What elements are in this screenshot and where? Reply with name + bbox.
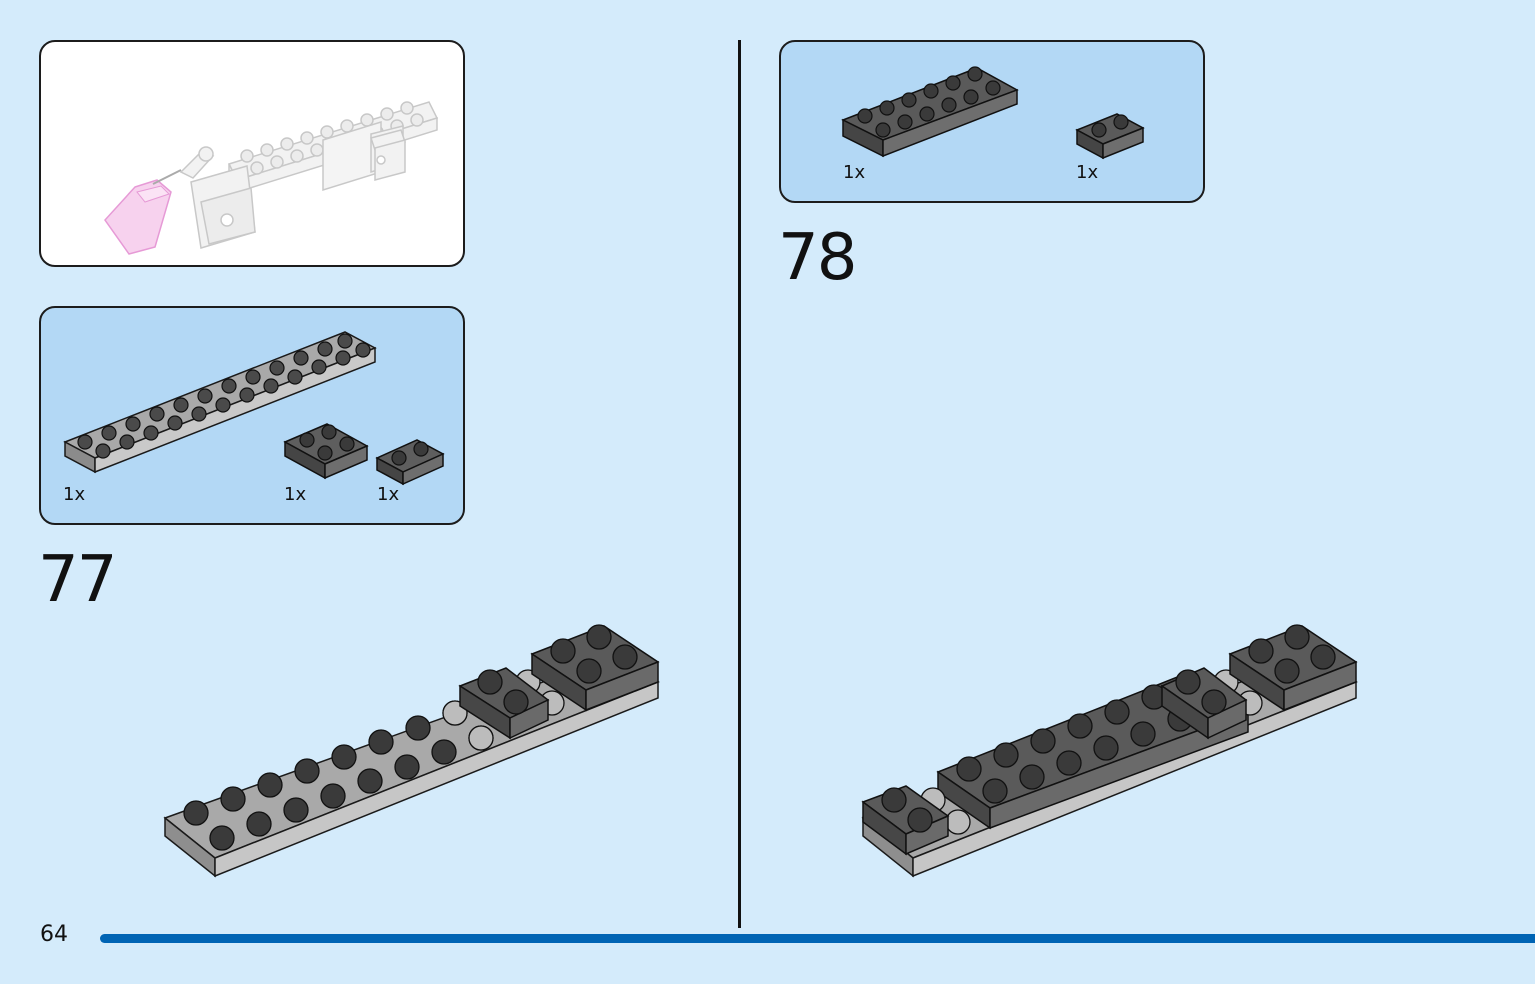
step-78-parts-panel: 1x 1x (779, 40, 1205, 203)
part-quantity: 1x (1076, 162, 1099, 183)
step-77-parts-panel: 1x 1x 1x (39, 306, 465, 525)
step-number: 78 (778, 221, 857, 295)
plate-2x2-image (283, 423, 369, 480)
reference-model-panel (39, 40, 465, 267)
plate-1x2-image (375, 439, 445, 486)
plate-1x2-image (1075, 113, 1145, 160)
page-number: 64 (40, 922, 68, 947)
page-footer-bar (100, 934, 1535, 943)
plate-2x12-image (63, 331, 377, 474)
page-divider (738, 40, 741, 928)
part-quantity: 1x (284, 484, 307, 505)
part-quantity: 1x (63, 484, 86, 505)
step-number: 77 (38, 543, 117, 617)
reference-model-image (104, 101, 439, 255)
plate-2x6-image (841, 66, 1019, 158)
step-77-assembly-image (163, 624, 661, 878)
part-quantity: 1x (377, 484, 400, 505)
part-quantity: 1x (843, 162, 866, 183)
